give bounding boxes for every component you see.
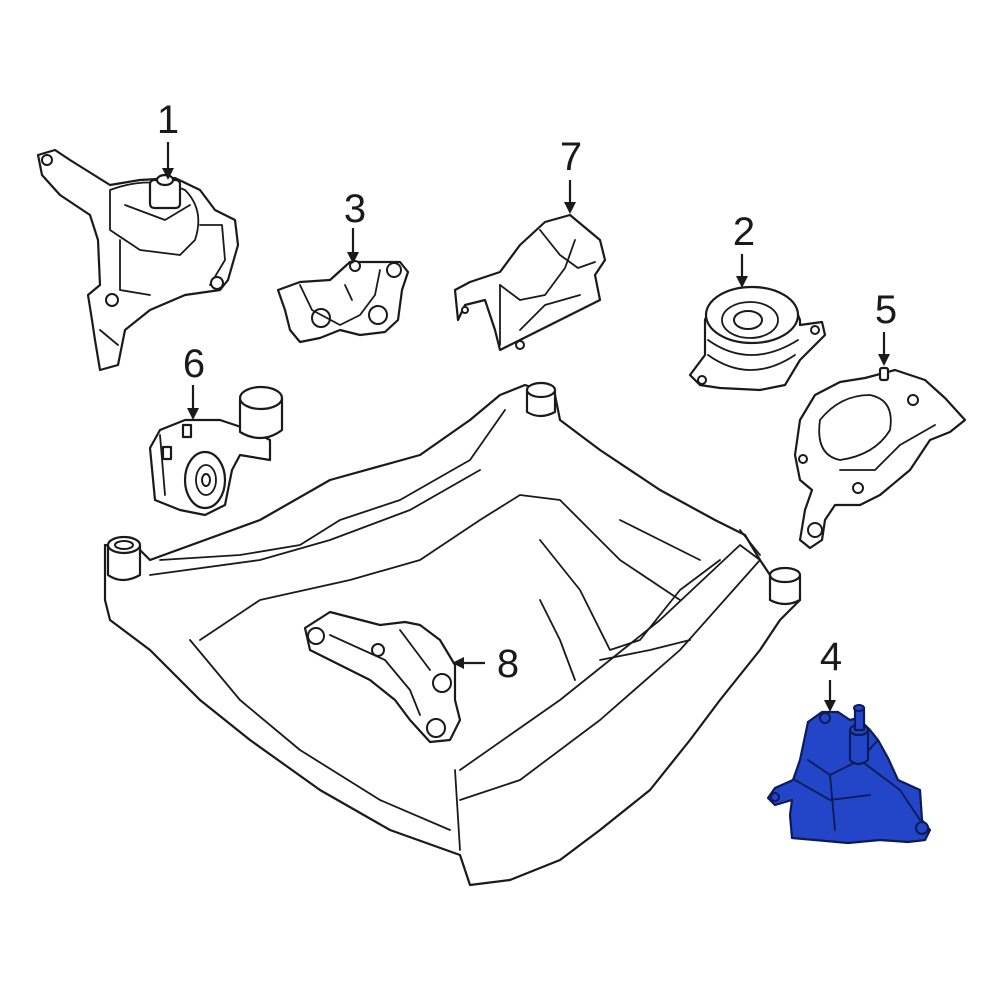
callout-8: 8 xyxy=(497,642,519,686)
callout-labels: 1 3 7 2 5 6 8 4 xyxy=(157,98,897,686)
callout-arrows xyxy=(162,142,890,712)
part-8-mount-bracket[interactable] xyxy=(303,610,462,744)
subframe xyxy=(103,381,802,887)
callout-1: 1 xyxy=(157,98,179,142)
part-6-torque-rod[interactable] xyxy=(148,385,284,517)
part-7-torque-rod-bracket[interactable] xyxy=(453,213,607,352)
part-1-engine-mount[interactable] xyxy=(36,148,240,372)
callout-4: 4 xyxy=(820,635,842,679)
arrowhead-8 xyxy=(452,657,464,669)
part-4-engine-mount-highlighted[interactable] xyxy=(766,704,932,845)
callout-3: 3 xyxy=(344,187,366,231)
arrowhead-6 xyxy=(187,408,199,420)
callout-2: 2 xyxy=(733,210,755,254)
part-2-insulator[interactable] xyxy=(688,285,827,392)
callout-7: 7 xyxy=(560,135,582,179)
arrowhead-7 xyxy=(564,202,576,214)
callout-6: 6 xyxy=(183,342,205,386)
arrowhead-3 xyxy=(347,252,359,264)
callout-5: 5 xyxy=(875,288,897,332)
part-3-mount-bracket[interactable] xyxy=(276,260,410,344)
arrowhead-2 xyxy=(736,276,748,288)
part-5-mount-bracket[interactable] xyxy=(793,366,967,550)
arrowhead-4 xyxy=(824,700,836,712)
arrowhead-1 xyxy=(162,168,174,180)
arrowhead-5 xyxy=(878,354,890,366)
